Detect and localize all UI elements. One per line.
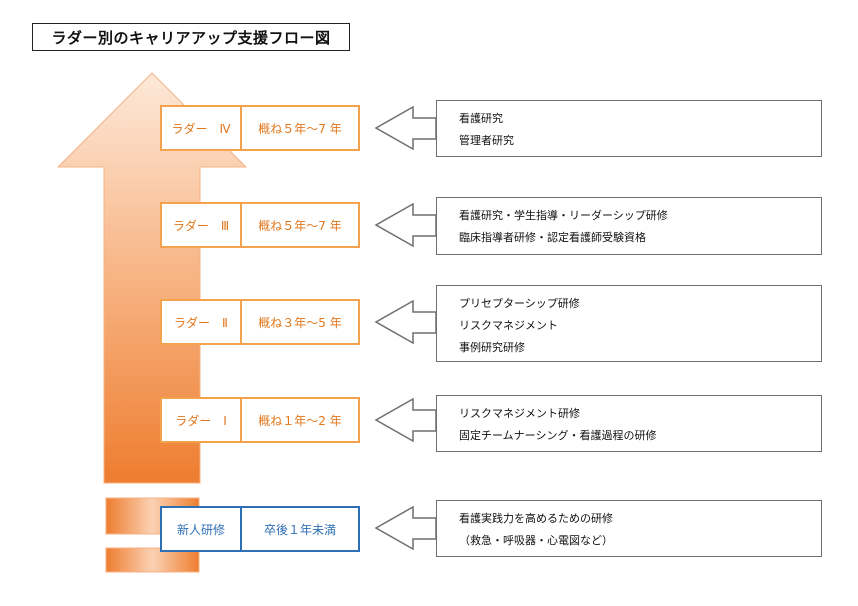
page-title: ラダー別のキャリアアップ支援フロー図 [32, 23, 350, 51]
new-hire-period: 卒後１年未満 [263, 522, 336, 537]
base-bar-bottom [105, 547, 200, 573]
ladder-2-label: ラダー Ⅱ [162, 301, 242, 343]
arrow-new-hire [374, 505, 437, 551]
career-up-arrow [56, 72, 248, 484]
ladder-2-box: ラダー Ⅱ 概ね３年～5 年 [160, 299, 360, 345]
training-item: リスクマネジメント研修 [459, 407, 580, 420]
ladder-3-box: ラダー Ⅲ 概ね５年～7 年 [160, 202, 360, 248]
arrow-ladder-4 [374, 105, 437, 151]
new-hire-training-box: 看護実践力を高めるための研修 （救急・呼吸器・心電図など） [436, 500, 822, 557]
training-item: 臨床指導者研修・認定看護師受験資格 [459, 231, 646, 244]
training-item: プリセプターシップ研修 [459, 297, 580, 310]
new-hire-box: 新人研修 卒後１年未満 [160, 506, 360, 552]
new-hire-label: 新人研修 [162, 508, 242, 550]
arrow-ladder-3 [374, 202, 437, 248]
training-item: 看護実践力を高めるための研修 [459, 512, 613, 525]
ladder-1-label: ラダー Ⅰ [162, 399, 242, 441]
ladder-4-training-box: 看護研究 管理者研究 [436, 100, 822, 157]
ladder-4-label: ラダー Ⅳ [162, 107, 242, 149]
training-item: 管理者研究 [459, 134, 514, 147]
training-item: （救急・呼吸器・心電図など） [459, 534, 613, 547]
ladder-2-training-box: プリセプターシップ研修 リスクマネジメント 事例研究研修 [436, 285, 822, 362]
training-item: 固定チームナーシング・看護過程の研修 [459, 429, 657, 442]
ladder-3-training-box: 看護研究・学生指導・リーダーシップ研修 臨床指導者研修・認定看護師受験資格 [436, 197, 822, 255]
ladder-1-training-box: リスクマネジメント研修 固定チームナーシング・看護過程の研修 [436, 395, 822, 452]
ladder-4-period: 概ね５年～7 年 [258, 121, 342, 136]
arrow-ladder-1 [374, 397, 437, 443]
ladder-2-period: 概ね３年～5 年 [258, 315, 342, 330]
ladder-1-period: 概ね１年～2 年 [258, 413, 342, 428]
ladder-3-label: ラダー Ⅲ [162, 204, 242, 246]
ladder-4-box: ラダー Ⅳ 概ね５年～7 年 [160, 105, 360, 151]
training-item: リスクマネジメント [459, 319, 558, 332]
training-item: 看護研究 [459, 112, 503, 125]
ladder-1-box: ラダー Ⅰ 概ね１年～2 年 [160, 397, 360, 443]
training-item: 事例研究研修 [459, 341, 525, 354]
training-item: 看護研究・学生指導・リーダーシップ研修 [459, 209, 668, 222]
ladder-3-period: 概ね５年～7 年 [258, 218, 342, 233]
arrow-ladder-2 [374, 299, 437, 345]
